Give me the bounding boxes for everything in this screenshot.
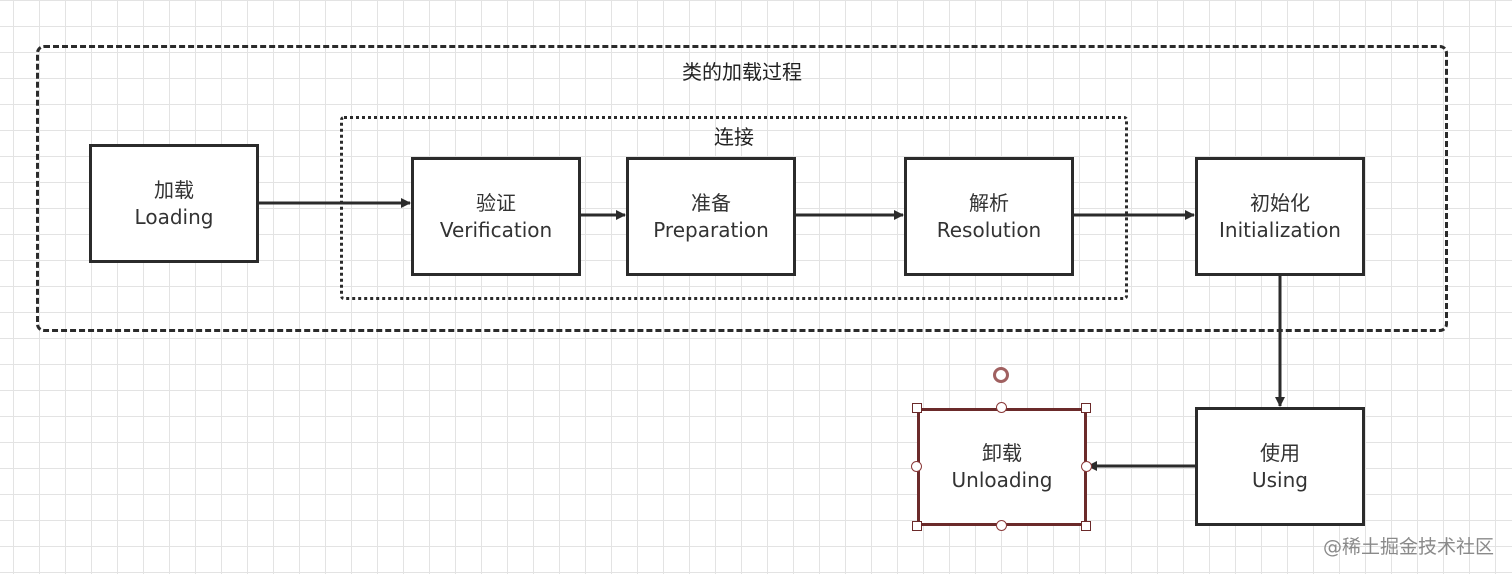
node-initialization-en: Initialization [1219, 217, 1341, 242]
connection-point-top[interactable] [996, 402, 1007, 413]
node-using[interactable]: 使用 Using [1195, 407, 1365, 526]
connection-point-right[interactable] [1081, 461, 1092, 472]
node-loading-zh: 加载 [154, 177, 194, 202]
node-using-zh: 使用 [1260, 440, 1300, 465]
node-preparation-en: Preparation [653, 217, 769, 242]
node-initialization[interactable]: 初始化 Initialization [1195, 157, 1365, 276]
node-resolution[interactable]: 解析 Resolution [904, 157, 1074, 276]
resize-handle-top-left[interactable] [912, 403, 922, 413]
node-verification-en: Verification [439, 217, 553, 242]
node-loading[interactable]: 加载 Loading [89, 144, 259, 263]
class-loading-process-group[interactable] [36, 45, 1448, 332]
node-verification[interactable]: 验证 Verification [411, 157, 581, 276]
rotate-handle-icon[interactable] [993, 367, 1009, 383]
linking-group[interactable] [340, 116, 1128, 300]
node-resolution-en: Resolution [936, 217, 1042, 242]
resize-handle-bottom-left[interactable] [912, 521, 922, 531]
node-unloading[interactable]: 卸载 Unloading [917, 408, 1087, 526]
connection-point-left[interactable] [911, 461, 922, 472]
node-loading-en: Loading [134, 204, 214, 229]
linking-group-title: 连接 [714, 125, 754, 149]
resize-handle-bottom-right[interactable] [1081, 521, 1091, 531]
class-loading-process-title: 类的加载过程 [682, 60, 802, 84]
node-initialization-zh: 初始化 [1250, 190, 1310, 215]
node-preparation-zh: 准备 [691, 190, 731, 215]
node-preparation[interactable]: 准备 Preparation [626, 157, 796, 276]
node-using-en: Using [1252, 467, 1308, 492]
node-unloading-zh: 卸载 [982, 441, 1022, 465]
connection-point-bottom[interactable] [996, 520, 1007, 531]
node-verification-zh: 验证 [476, 190, 516, 215]
node-resolution-zh: 解析 [969, 190, 1009, 215]
node-unloading-en: Unloading [951, 468, 1053, 492]
watermark: @稀土掘金技术社区 [1322, 536, 1494, 558]
resize-handle-top-right[interactable] [1081, 403, 1091, 413]
